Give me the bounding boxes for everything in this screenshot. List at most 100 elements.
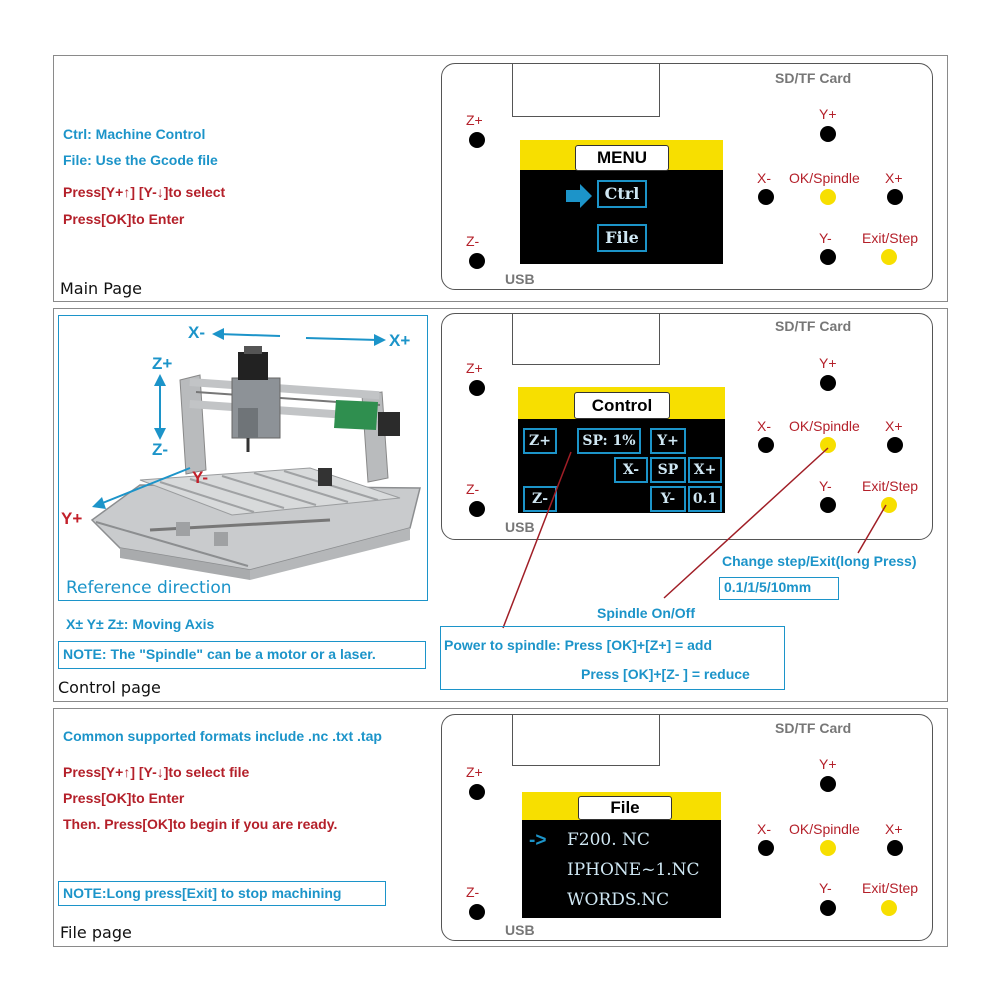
main-enter-text: Press[OK]to Enter bbox=[63, 211, 185, 227]
sd-card-slot bbox=[512, 715, 660, 766]
file-selector-arrow-icon: -> bbox=[529, 830, 547, 851]
exit-step-button[interactable] bbox=[881, 497, 897, 513]
ok-spindle-button[interactable] bbox=[820, 189, 836, 205]
menu-title: MENU bbox=[575, 145, 669, 171]
file-begin-text: Then. Press[OK]to begin if you are ready… bbox=[63, 816, 338, 832]
menu-item-file[interactable]: File bbox=[597, 224, 647, 252]
xminus-button[interactable] bbox=[758, 840, 774, 856]
step-values-text: 0.1/1/5/10mm bbox=[724, 579, 812, 595]
stop-note-text: NOTE:Long press[Exit] to stop machining bbox=[63, 885, 342, 901]
yminus-button[interactable] bbox=[820, 497, 836, 513]
screen-key-xplus[interactable]: X+ bbox=[688, 457, 722, 483]
yplus-button[interactable] bbox=[820, 126, 836, 142]
zminus-button[interactable] bbox=[469, 904, 485, 920]
file-title: File bbox=[578, 796, 672, 820]
xminus-button[interactable] bbox=[758, 189, 774, 205]
zplus-button[interactable] bbox=[469, 380, 485, 396]
yminus-button[interactable] bbox=[820, 900, 836, 916]
zminus-button[interactable] bbox=[469, 253, 485, 269]
file-formats-text: Common supported formats include .nc .tx… bbox=[63, 728, 382, 744]
sd-card-slot bbox=[512, 314, 660, 365]
reference-direction-label: Reference direction bbox=[66, 578, 232, 598]
xplus-label: X+ bbox=[885, 170, 903, 186]
yplus-button[interactable] bbox=[820, 375, 836, 391]
zplus-button[interactable] bbox=[469, 784, 485, 800]
file-select-text: Press[Y+↑] [Y-↓]to select file bbox=[63, 764, 250, 780]
file-item-1[interactable]: F200. NC bbox=[567, 830, 650, 850]
sd-card-label: SD/TF Card bbox=[775, 318, 852, 334]
zplus-label: Z+ bbox=[466, 112, 483, 128]
ok-spindle-label: OK/Spindle bbox=[789, 418, 860, 434]
zplus-button[interactable] bbox=[469, 132, 485, 148]
axis-zplus-label: Z+ bbox=[152, 354, 173, 373]
yminus-button[interactable] bbox=[820, 249, 836, 265]
file-screen: File -> F200. NC IPHONE~1.NC WORDS.NC bbox=[522, 792, 721, 918]
main-ctrl-text: Ctrl: Machine Control bbox=[63, 126, 206, 142]
screen-key-step[interactable]: 0.1 bbox=[688, 486, 722, 512]
spindle-note-box bbox=[58, 641, 426, 669]
screen-key-sp[interactable]: SP bbox=[650, 457, 686, 483]
xminus-button[interactable] bbox=[758, 437, 774, 453]
spindle-onoff-text: Spindle On/Off bbox=[597, 605, 695, 621]
zminus-button[interactable] bbox=[469, 501, 485, 517]
power-reduce-text: Press [OK]+[Z- ] = reduce bbox=[581, 666, 750, 682]
screen-key-zplus[interactable]: Z+ bbox=[523, 428, 557, 454]
ok-spindle-label: OK/Spindle bbox=[789, 821, 860, 837]
axis-yplus-label: Y+ bbox=[61, 509, 83, 528]
menu-screen: MENU Ctrl File bbox=[520, 140, 723, 264]
screen-key-sp-percent[interactable]: SP: 1% bbox=[577, 428, 641, 454]
yminus-label: Y- bbox=[819, 230, 832, 246]
xplus-button[interactable] bbox=[887, 189, 903, 205]
axis-yminus-label: Y- bbox=[192, 468, 209, 487]
step-values-box bbox=[719, 577, 839, 600]
ok-spindle-button[interactable] bbox=[820, 840, 836, 856]
screen-key-yplus[interactable]: Y+ bbox=[650, 428, 686, 454]
file-page-label: File page bbox=[60, 923, 132, 942]
axis-zminus-label: Z- bbox=[152, 440, 169, 459]
sd-card-label: SD/TF Card bbox=[775, 70, 852, 86]
reference-image-frame bbox=[58, 315, 428, 601]
file-item-3[interactable]: WORDS.NC bbox=[567, 890, 670, 910]
power-add-text: Power to spindle: Press [OK]+[Z+] = add bbox=[444, 637, 712, 653]
xminus-label: X- bbox=[757, 170, 771, 186]
main-select-text: Press[Y+↑] [Y-↓]to select bbox=[63, 184, 226, 200]
screen-key-xminus[interactable]: X- bbox=[614, 457, 648, 483]
screen-key-yminus[interactable]: Y- bbox=[650, 486, 686, 512]
zminus-label: Z- bbox=[466, 233, 480, 249]
control-screen: Control Z+ SP: 1% Y+ X- SP X+ Z- Y- 0.1 bbox=[518, 387, 725, 513]
file-item-2[interactable]: IPHONE~1.NC bbox=[567, 860, 700, 880]
xplus-button[interactable] bbox=[887, 840, 903, 856]
change-step-text: Change step/Exit(long Press) bbox=[722, 553, 917, 569]
exit-step-label: Exit/Step bbox=[862, 880, 919, 896]
usb-label: USB bbox=[505, 519, 535, 535]
usb-label: USB bbox=[505, 271, 535, 287]
yminus-label: Y- bbox=[819, 880, 832, 896]
main-page-label: Main Page bbox=[60, 279, 143, 298]
xminus-label: X- bbox=[757, 821, 771, 837]
yminus-label: Y- bbox=[819, 478, 832, 494]
moving-axis-text: X± Y± Z±: Moving Axis bbox=[66, 616, 215, 632]
xplus-button[interactable] bbox=[887, 437, 903, 453]
yplus-button[interactable] bbox=[820, 776, 836, 792]
ok-spindle-label: OK/Spindle bbox=[789, 170, 860, 186]
main-file-text: File: Use the Gcode file bbox=[63, 152, 218, 168]
zplus-label: Z+ bbox=[466, 360, 483, 376]
menu-item-ctrl[interactable]: Ctrl bbox=[597, 180, 647, 208]
yplus-label: Y+ bbox=[819, 106, 837, 122]
usb-label: USB bbox=[505, 922, 535, 938]
yplus-label: Y+ bbox=[819, 756, 837, 772]
axis-xplus-label: X+ bbox=[389, 331, 411, 350]
exit-step-label: Exit/Step bbox=[862, 478, 919, 494]
sd-card-slot bbox=[512, 64, 660, 117]
exit-step-button[interactable] bbox=[881, 900, 897, 916]
control-title: Control bbox=[574, 392, 670, 419]
xminus-label: X- bbox=[757, 418, 771, 434]
spindle-note-text: NOTE: The "Spindle" can be a motor or a … bbox=[63, 646, 376, 662]
zminus-label: Z- bbox=[466, 884, 480, 900]
control-page-label: Control page bbox=[58, 678, 161, 697]
ok-spindle-button[interactable] bbox=[820, 437, 836, 453]
axis-xminus-label: X- bbox=[188, 323, 205, 342]
screen-key-zminus[interactable]: Z- bbox=[523, 486, 557, 512]
zplus-label: Z+ bbox=[466, 764, 483, 780]
exit-step-button[interactable] bbox=[881, 249, 897, 265]
